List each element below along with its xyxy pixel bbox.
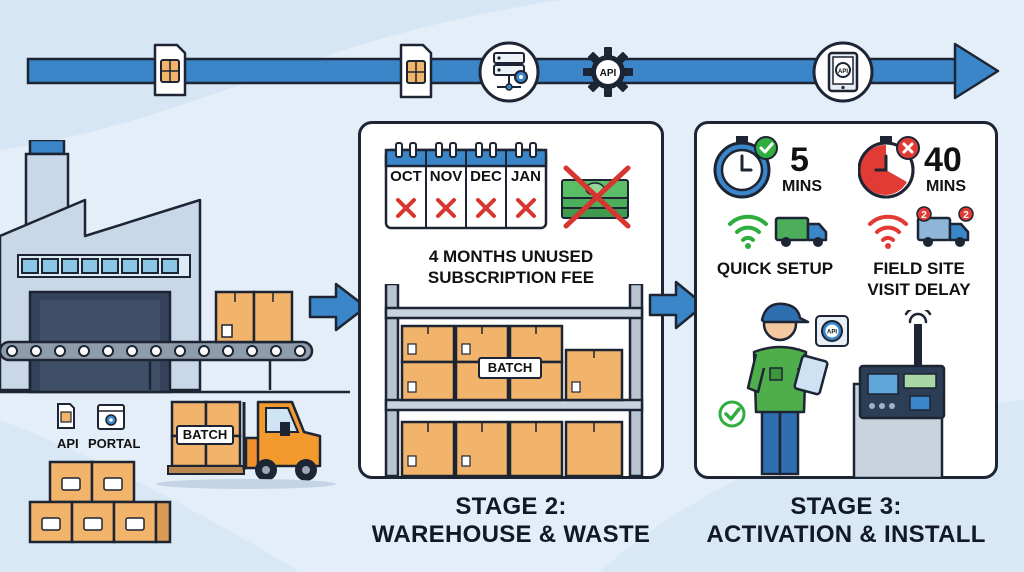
flow-arrow-icon [308,282,368,332]
timeline-api-label: API [600,68,617,79]
sim-card-icon [399,43,433,99]
unused-fee-line1: 4 MONTHS UNUSED [428,247,594,266]
flow-arrow-icon [648,280,706,330]
field-visit-line1: FIELD SITE [873,259,965,278]
technician-illustration: API [718,302,849,476]
technician-api-label: API [827,330,837,336]
calendar-icon [384,142,548,230]
weak-wifi-icon [868,214,908,249]
wifi-signal-icon [728,214,768,249]
month-label: NOV [429,168,463,185]
stage1-api-label: API [57,436,79,451]
svg-text:API: API [838,69,848,75]
month-label: JAN [510,168,541,185]
fast-stopwatch-icon [713,136,778,199]
stage1-portal-label: PORTAL [88,436,141,451]
factory-illustration [0,140,350,544]
money-crossed-icon [561,165,631,229]
iot-device-illustration [852,310,946,478]
month-label: DEC [470,168,502,185]
api-gear-icon: API [583,47,633,97]
slow-time-value: 40 [924,141,962,179]
sim-card-icon [153,43,187,97]
truck-badge-count: 2 [921,210,927,221]
field-visit-line2: VISIT DELAY [867,280,971,299]
unused-fee-line2: SUBSCRIPTION FEE [427,268,595,287]
slow-stopwatch-icon [858,136,920,199]
stage2-batch-label: BATCH [478,357,542,379]
slow-time-unit: MINS [926,178,966,195]
delayed-truck-icon: 2 2 [916,206,974,247]
month-label: OCT [390,168,422,185]
stage1-batch-label: BATCH [176,425,234,445]
stage3-title-line1: STAGE 3: [790,493,902,520]
server-settings-icon [478,41,540,103]
stage2-title-line1: STAGE 2: [455,493,567,520]
fast-time-value: 5 [790,141,809,179]
tablet-api-icon: API [812,41,874,103]
truck-badge-count: 2 [963,210,969,221]
stage2-title-line2: WAREHOUSE & WASTE [371,521,651,548]
delivery-truck-icon [774,216,828,247]
quick-setup-label: QUICK SETUP [716,259,834,278]
fast-time-unit: MINS [782,178,822,195]
stage3-title-line2: ACTIVATION & INSTALL [706,521,986,548]
warehouse-shelf [384,284,644,478]
